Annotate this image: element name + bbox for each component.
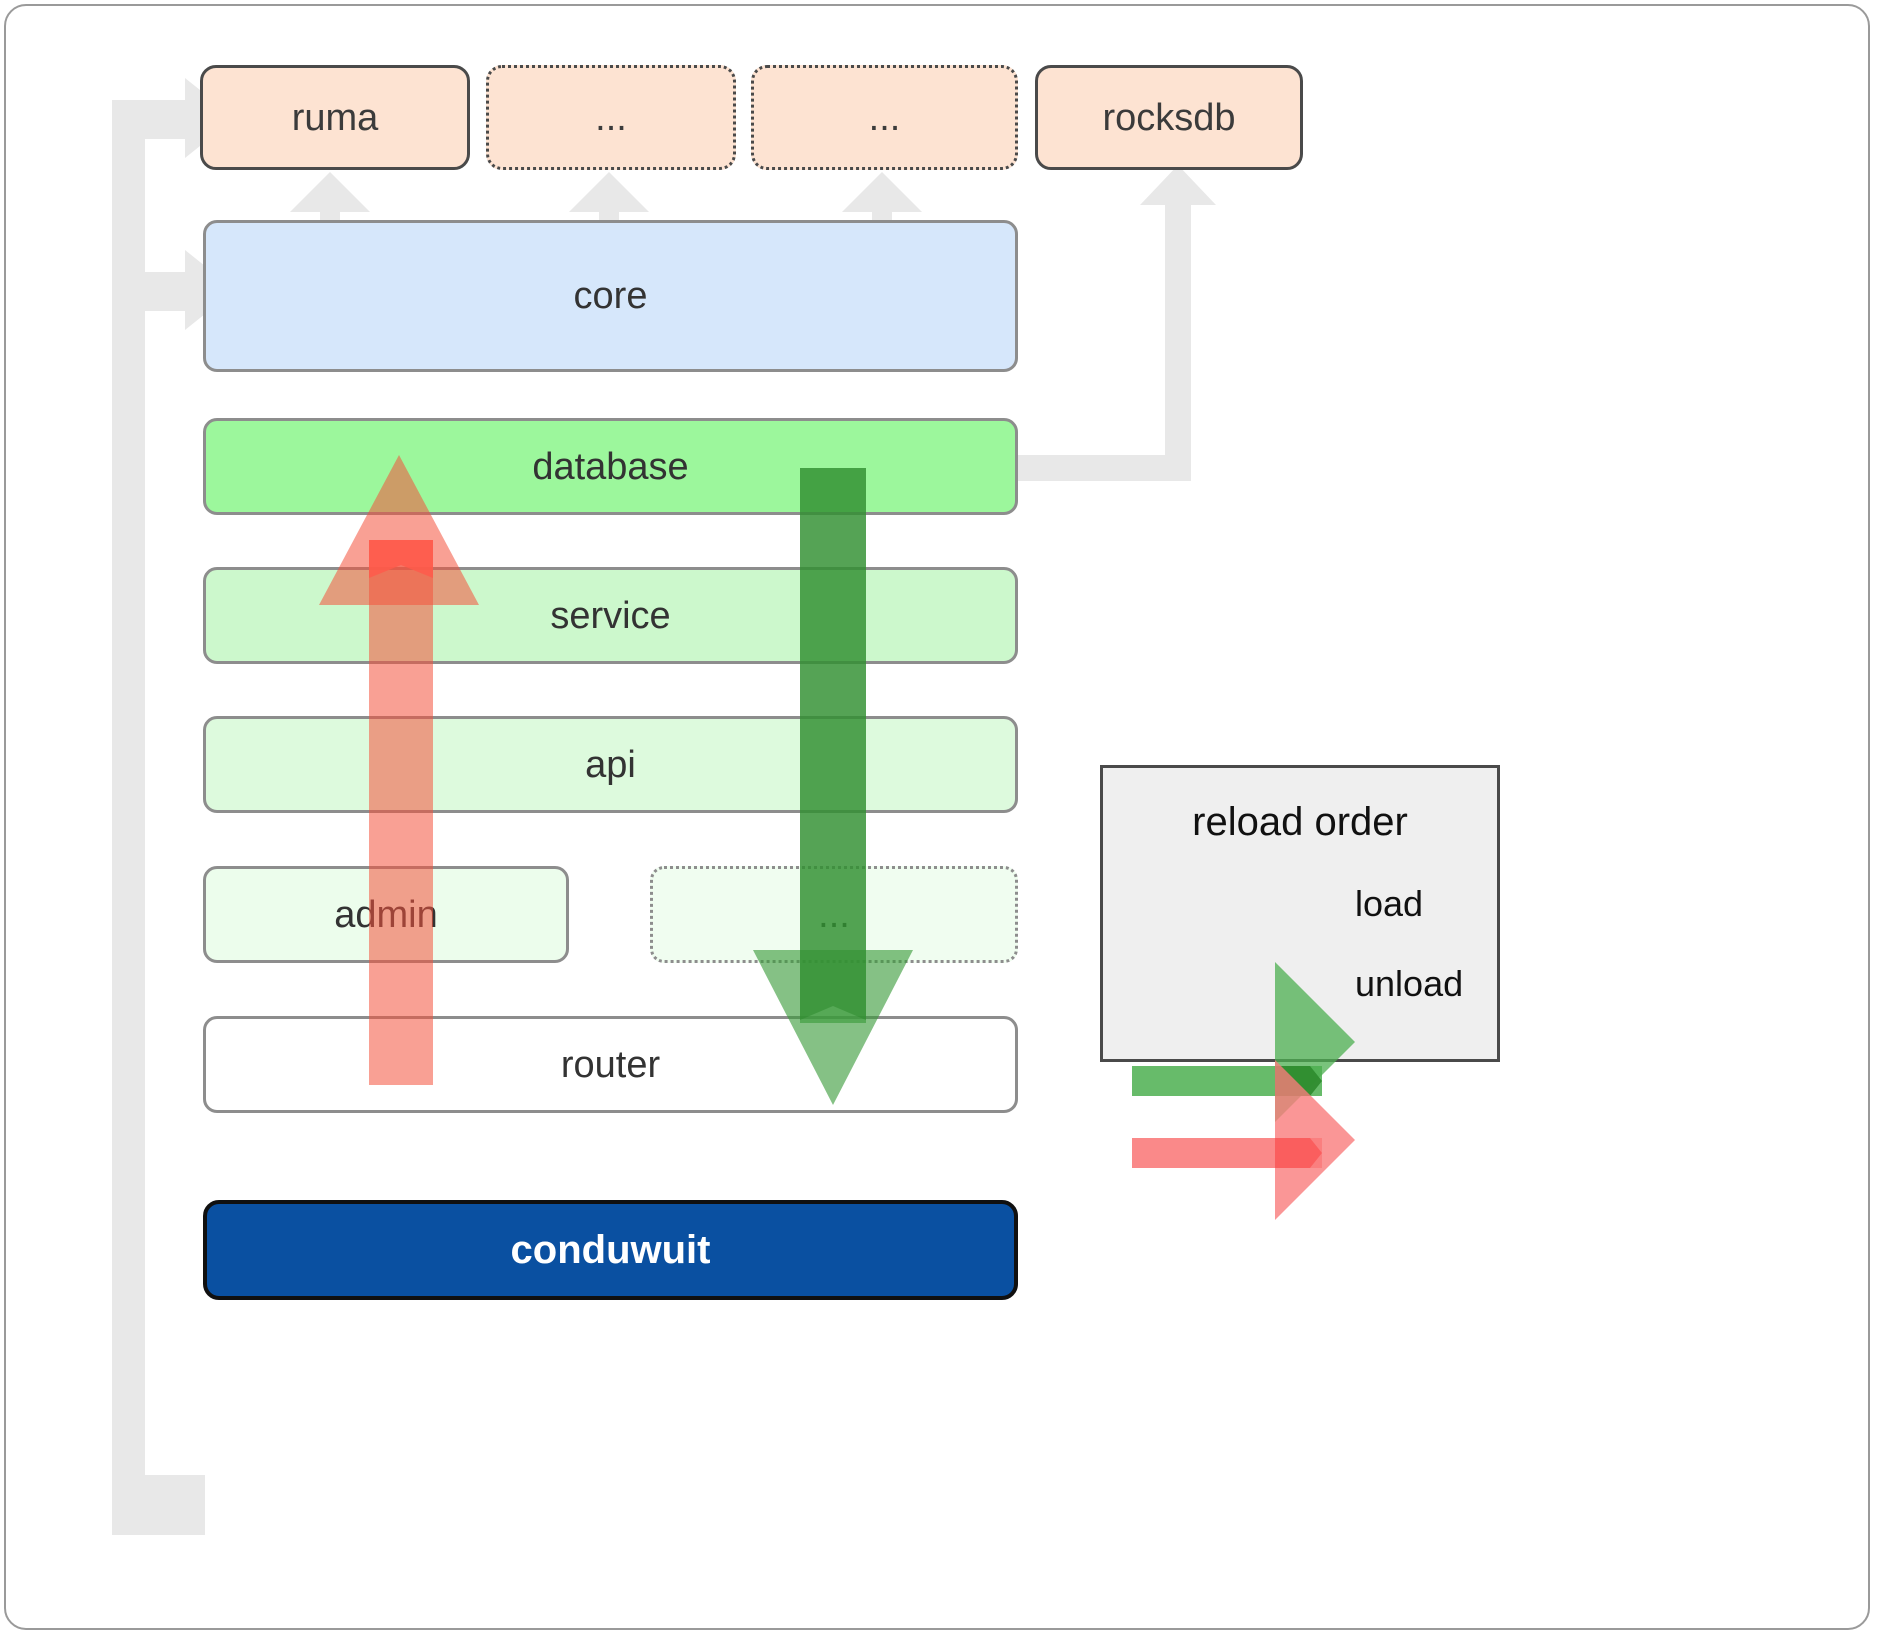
layer-ellipsis[interactable]: ... [650,866,1018,963]
binary-conduwuit[interactable]: conduwuit [203,1200,1018,1300]
crate-ellipsis-2[interactable]: ... [751,65,1018,170]
layer-core[interactable]: core [203,220,1018,372]
legend-label-unload: unload [1355,963,1464,1004]
layer-api-label: api [585,743,636,786]
layer-database[interactable]: database [203,418,1018,515]
crate-rocksdb-label: rocksdb [1102,96,1236,139]
layer-service[interactable]: service [203,567,1018,664]
crate-ellipsis-1[interactable]: ... [486,65,736,170]
layer-core-label: core [573,275,648,317]
legend-title: reload order [1192,800,1408,844]
legend-panel: reload order load unload [1100,765,1500,1062]
crate-rocksdb[interactable]: rocksdb [1035,65,1303,170]
layer-admin[interactable]: admin [203,866,569,963]
layer-database-label: database [532,445,689,488]
layer-router[interactable]: router [203,1016,1018,1113]
layer-admin-label: admin [334,893,438,936]
crate-ellipsis-2-label: ... [868,96,901,139]
crate-ruma-label: ruma [291,96,379,139]
crate-ruma[interactable]: ruma [200,65,470,170]
layer-router-label: router [560,1043,661,1086]
crate-ellipsis-1-label: ... [595,96,627,139]
binary-conduwuit-label: conduwuit [510,1228,711,1272]
layer-ellipsis-label: ... [818,893,850,936]
layer-api[interactable]: api [203,716,1018,813]
layer-service-label: service [550,594,671,637]
legend-label-load: load [1355,883,1424,924]
